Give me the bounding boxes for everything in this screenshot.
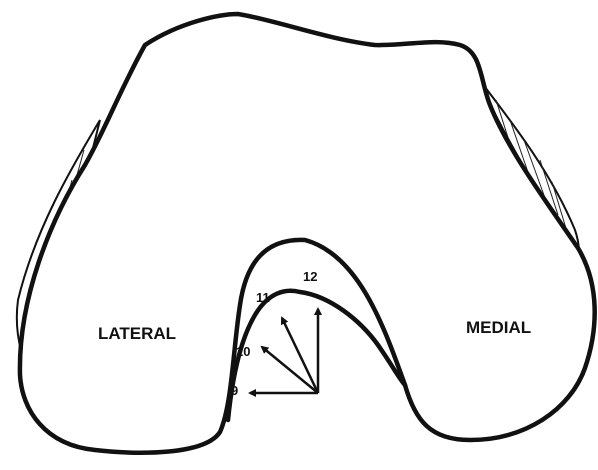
clock-label-11: 11 — [256, 290, 270, 305]
arrow-11-oclock — [282, 318, 318, 393]
lateral-label: LATERAL — [98, 324, 176, 343]
femoral-condyle-outline — [20, 14, 595, 453]
clock-label-12: 12 — [303, 269, 317, 284]
clock-label-10: 10 — [236, 344, 250, 359]
medial-label: MEDIAL — [466, 318, 531, 337]
clock-label-9: 9 — [231, 383, 238, 398]
arrow-10-oclock — [262, 347, 318, 393]
